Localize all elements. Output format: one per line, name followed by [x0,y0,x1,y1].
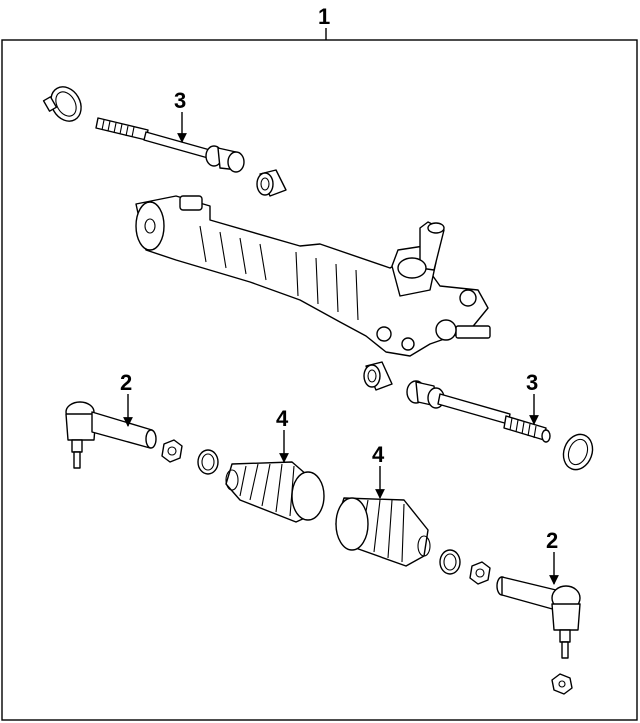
boot-left [225,461,325,523]
bottom-nut [551,673,573,695]
rack-housing [135,195,491,357]
callout-2-left: 2 [120,370,132,395]
callout-1: 1 [318,4,330,29]
right-boot-clamp [439,549,461,575]
callout-2-right: 2 [546,528,558,553]
boot-right [335,497,431,567]
tie-rod-end-right [496,576,581,659]
upper-clamp [42,86,82,122]
tie-rod-end-left [65,401,157,469]
callout-3-lower: 3 [526,370,538,395]
lower-bushing [363,361,393,391]
inner-tie-rod-lower [406,380,551,443]
assembly-frame [1,39,638,721]
left-jam-nut [161,439,183,463]
left-boot-clamp [197,449,219,475]
upper-bushing [256,169,287,197]
inner-tie-rod-upper [95,117,245,173]
callout-4-left: 4 [276,406,289,431]
lower-clamp [562,433,594,471]
callout-4-right: 4 [372,442,385,467]
callout-3-upper: 3 [174,88,186,113]
right-jam-nut [469,561,491,585]
